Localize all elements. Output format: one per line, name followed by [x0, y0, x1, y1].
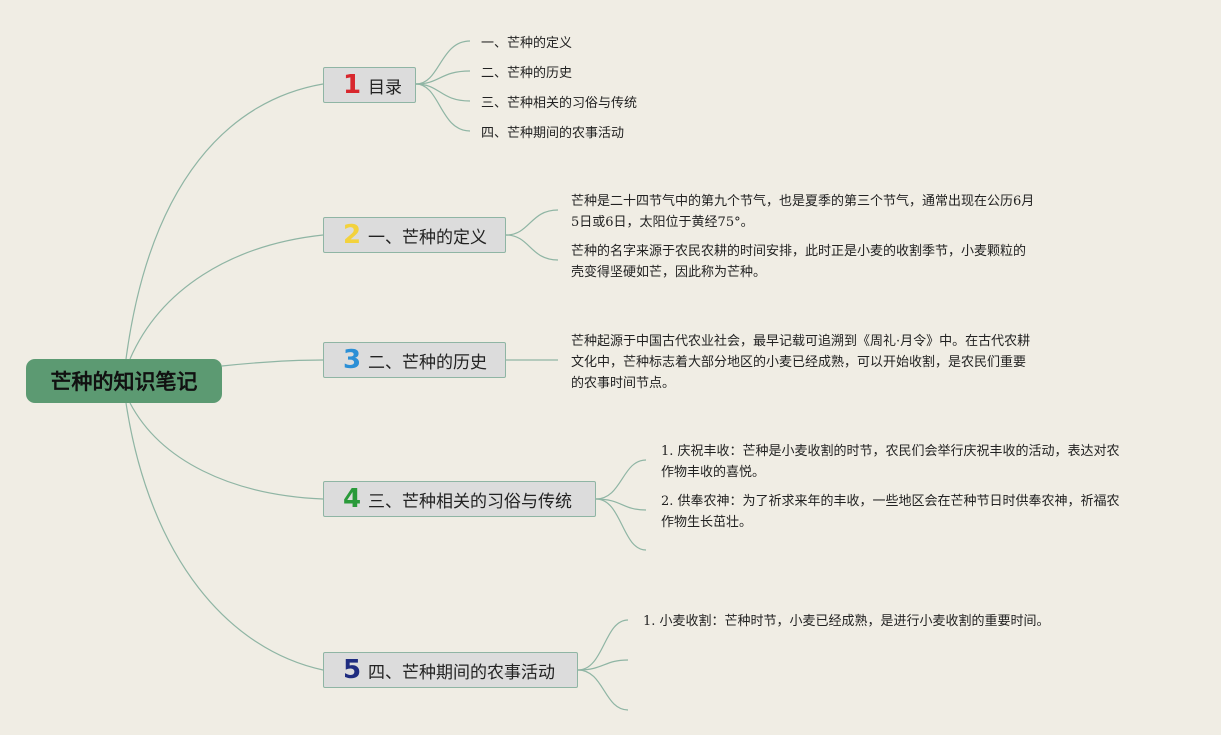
link-farm-1 [577, 619, 629, 671]
link-cus-2 [595, 498, 647, 511]
text-line: 作物生长茁壮。 [661, 515, 753, 530]
branch-label: 目录 [368, 77, 402, 98]
branch-label: 四、芒种期间的农事活动 [368, 662, 555, 683]
branch-customs[interactable]: 4 三、芒种相关的习俗与传统 [323, 481, 596, 517]
link-def-1 [505, 209, 559, 236]
branch-definition[interactable]: 2 一、芒种的定义 [323, 217, 506, 253]
text-line: 芒种起源于中国古代农业社会，最早记载可追溯到《周礼·月令》中。在古代农耕 [571, 334, 1031, 349]
text-line: 1. 庆祝丰收：芒种是小麦收割的时节，农民们会举行庆祝丰收的活动，表达对农 [661, 444, 1120, 459]
text-line: 芒种的名字来源于农民农耕的时间安排，此时正是小麦的收割季节，小麦颗粒的 [571, 244, 1027, 259]
text-line: 壳变得坚硬如芒，因此称为芒种。 [571, 265, 767, 280]
customs-paragraph-1[interactable]: 1. 庆祝丰收：芒种是小麦收割的时节，农民们会举行庆祝丰收的活动，表达对农 作物… [661, 441, 1120, 483]
link-root-5 [125, 402, 324, 671]
number-three-icon: 3 [342, 345, 362, 375]
history-paragraph[interactable]: 芒种起源于中国古代农业社会，最早记载可追溯到《周礼·月令》中。在古代农耕 文化中… [571, 331, 1030, 394]
toc-item[interactable]: 二、芒种的历史 [481, 66, 573, 81]
link-root-4 [129, 402, 324, 500]
link-toc-4 [415, 83, 471, 132]
branch-label: 三、芒种相关的习俗与传统 [368, 491, 572, 512]
toc-item[interactable]: 四、芒种期间的农事活动 [481, 126, 625, 141]
branch-farming[interactable]: 5 四、芒种期间的农事活动 [323, 652, 578, 688]
text-line: 5日或6日，太阳位于黄经75°。 [571, 215, 754, 230]
text-line: 1. 小麦收割：芒种时节，小麦已经成熟，是进行小麦收割的重要时间。 [643, 614, 1050, 629]
text-line: 的农事时间节点。 [571, 376, 676, 391]
number-one-icon: 1 [342, 70, 362, 100]
link-farm-2 [577, 659, 629, 671]
number-two-icon: 2 [342, 220, 362, 250]
link-cus-1 [595, 459, 647, 500]
root-node[interactable]: 芒种的知识笔记 [26, 359, 222, 403]
branch-label: 一、芒种的定义 [368, 227, 487, 248]
farming-paragraph-1[interactable]: 1. 小麦收割：芒种时节，小麦已经成熟，是进行小麦收割的重要时间。 [643, 611, 1050, 632]
text-line: 2. 供奉农神：为了祈求来年的丰收，一些地区会在芒种节日时供奉农神，祈福农 [661, 494, 1120, 509]
branch-history[interactable]: 3 二、芒种的历史 [323, 342, 506, 378]
text-line: 文化中，芒种标志着大部分地区的小麦已经成熟，可以开始收割，是农民们重要 [571, 355, 1027, 370]
link-toc-1 [415, 40, 471, 85]
branch-label: 二、芒种的历史 [368, 352, 487, 373]
number-four-icon: 4 [342, 484, 362, 514]
definition-paragraph-2[interactable]: 芒种的名字来源于农民农耕的时间安排，此时正是小麦的收割季节，小麦颗粒的 壳变得坚… [571, 241, 1026, 283]
root-title: 芒种的知识笔记 [50, 370, 198, 394]
link-cus-3 [595, 498, 647, 551]
link-def-2 [505, 234, 559, 261]
definition-paragraph-1[interactable]: 芒种是二十四节气中的第九个节气，也是夏季的第三个节气，通常出现在公历6月 5日或… [571, 191, 1034, 233]
text-line: 芒种是二十四节气中的第九个节气，也是夏季的第三个节气，通常出现在公历6月 [571, 194, 1035, 209]
link-root-1 [125, 83, 324, 360]
text-line: 作物丰收的喜悦。 [661, 465, 766, 480]
link-root-3 [221, 359, 324, 367]
link-toc-2 [415, 70, 471, 85]
customs-paragraph-2[interactable]: 2. 供奉农神：为了祈求来年的丰收，一些地区会在芒种节日时供奉农神，祈福农 作物… [661, 491, 1120, 533]
number-five-icon: 5 [342, 655, 362, 685]
toc-item[interactable]: 三、芒种相关的习俗与传统 [481, 96, 638, 111]
toc-item[interactable]: 一、芒种的定义 [481, 36, 573, 51]
link-farm-3 [577, 669, 629, 711]
link-root-2 [129, 234, 324, 360]
branch-toc[interactable]: 1 目录 [323, 67, 416, 103]
